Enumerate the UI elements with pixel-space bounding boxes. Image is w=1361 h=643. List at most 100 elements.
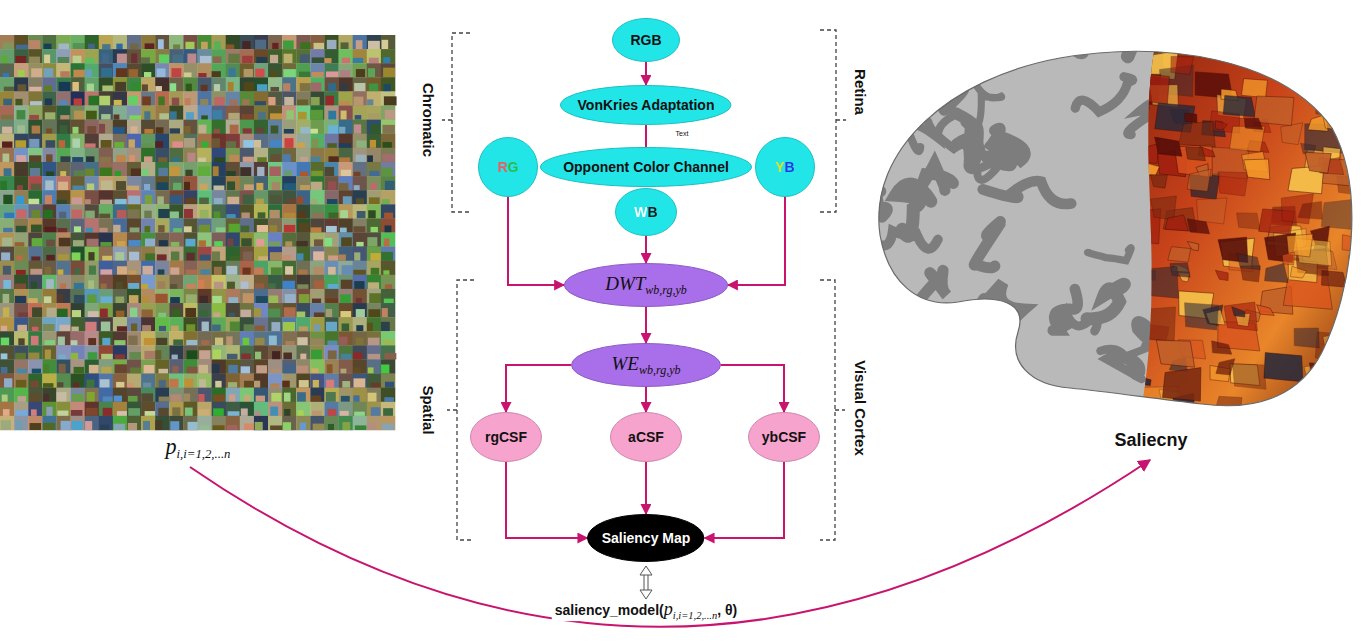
photo-tile [310,162,324,176]
photo-tile [268,261,282,275]
photo-detail [46,279,54,289]
photo-tile [282,77,296,91]
photo-detail [314,312,326,317]
photo-tile [14,275,28,289]
photo-tile [56,91,70,105]
photo-tile [268,331,282,345]
photo-tile [212,35,226,49]
photo-tile [367,77,381,91]
photo-detail [16,155,26,162]
photo-tile [268,120,282,134]
photo-detail [214,97,224,105]
photo-tile [198,176,212,190]
photo-detail [214,41,221,49]
photo-detail [102,338,110,345]
photo-detail [229,68,236,78]
photo-tile [240,247,254,261]
photo-tile [254,303,268,317]
photo-tile [296,176,310,190]
photo-tile [71,91,85,105]
photo-tile [0,303,14,317]
photo-detail [256,57,267,63]
photo-tile [141,261,155,275]
photo-tile [226,63,240,77]
photo-tile [85,77,99,91]
photo-tile [212,261,226,275]
photo-tile [42,204,56,218]
photo-tile [0,162,14,176]
photo-tile [127,289,141,303]
photo-tile [367,91,381,105]
photo-tile [14,190,28,204]
photo-tile [42,120,56,134]
photo-tile [28,289,42,303]
photo-detail [285,266,293,275]
photo-tile [367,190,381,204]
photo-tile [226,176,240,190]
photo-detail [368,113,380,119]
photo-detail [285,138,294,148]
photo-detail [172,355,178,360]
photo-tile [127,176,141,190]
photo-detail [354,97,364,106]
photo-tile [240,261,254,275]
photo-tile [282,275,296,289]
photo-tile [339,176,353,190]
photo-tile [99,359,113,373]
photo-tile [183,247,197,261]
photo-detail [173,339,183,345]
photo-tile [155,190,169,204]
photo-detail [100,242,111,247]
photo-detail [127,186,139,191]
photo-tile [85,303,99,317]
photo-detail [241,282,249,289]
photo-tile [141,77,155,91]
photo-tile [212,247,226,261]
photo-detail [115,296,124,303]
photo-tile [0,345,14,359]
photo-detail [340,294,351,303]
photo-detail [198,280,204,289]
photo-tile [282,120,296,134]
photo-tile [127,162,141,176]
photo-tile [141,106,155,120]
photo-detail [283,281,295,289]
photo-tile [296,120,310,134]
photo-tile [367,77,381,91]
photo-tile [0,77,14,91]
photo-detail [85,199,91,204]
photo-tile [339,345,353,359]
photo-tile [339,233,353,247]
photo-tile [85,148,99,162]
photo-tile [42,77,56,91]
photo-detail [284,97,294,106]
photo-tile [310,148,324,162]
photo-tile [381,303,395,317]
photo-tile [226,49,240,63]
photo-detail [310,129,318,134]
photo-tile [113,148,127,162]
photo-tile [0,303,14,317]
photo-detail [158,96,164,105]
photo-detail [1,115,13,120]
photo-tile [99,233,113,247]
photo-detail [212,364,219,374]
photo-tile [254,345,268,359]
photo-detail [72,138,80,147]
photo-tile [155,218,169,232]
photo-tile [226,289,240,303]
photo-detail [3,42,14,49]
photo-tile [296,106,310,120]
photo-tile [56,303,70,317]
photo-tile [141,49,155,63]
photo-tile [99,359,113,373]
photo-detail [75,268,81,275]
photo-detail [1,326,7,331]
photo-tile [56,204,70,218]
photo-detail [170,195,183,204]
photo-tile [85,218,99,232]
photo-detail [58,44,69,50]
photo-detail [144,156,152,162]
photo-tile [99,218,113,232]
photo-tile [226,63,240,77]
